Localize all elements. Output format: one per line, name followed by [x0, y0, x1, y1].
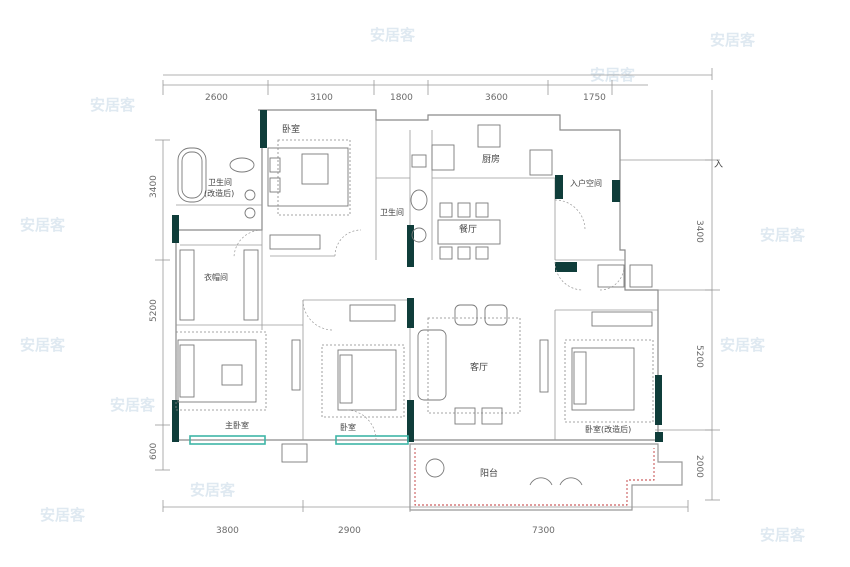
chair-icon: [529, 477, 583, 486]
sofa-icon: [417, 304, 549, 425]
watermark: 安居客: [760, 526, 806, 544]
room-bedroom-right: 卧室(改造后): [585, 424, 631, 434]
room-bathroom-left-note: (改造后): [204, 188, 234, 198]
bathtub-icon: [177, 147, 256, 219]
room-kitchen: 厨房: [482, 153, 500, 165]
dim-left-1: 3400: [149, 175, 159, 198]
balcony: [281, 443, 683, 511]
room-balcony: 阳台: [480, 467, 498, 479]
windows: [189, 435, 409, 445]
right-bed-icon: [564, 264, 654, 423]
dim-top-3: 1800: [390, 93, 413, 103]
dimension-labels: 2600 3100 1800 3600 1750 3800 2900 7300 …: [149, 93, 723, 536]
dimension-lines: [155, 68, 720, 512]
room-bedroom-top: 卧室: [282, 123, 300, 135]
room-dining: 餐厅: [459, 223, 477, 235]
middle-bed-icon: [321, 304, 405, 418]
dim-right-2: 5200: [694, 345, 704, 368]
room-master-bedroom: 主卧室: [225, 420, 249, 430]
entry-marker: 入: [714, 159, 723, 170]
door-swings: [233, 199, 625, 441]
watermark: 安居客: [190, 481, 236, 499]
dim-top-5: 1750: [583, 93, 606, 103]
watermark: 安居客: [20, 216, 66, 234]
room-living: 客厅: [470, 361, 488, 373]
bed-top-icon: [267, 139, 351, 250]
dining-table-icon: [437, 202, 501, 260]
master-bed-icon: [175, 331, 301, 411]
dim-bottom-1: 3800: [216, 526, 239, 536]
watermark: 安居客: [710, 31, 756, 49]
watermark-layer: 安居客 安居客 安居客 安居客 安居客 安居客 安居客 安居客 安居客 安居客 …: [20, 26, 806, 544]
watermark: 安居客: [720, 336, 766, 354]
room-labels: 卧室 卫生间 (改造后) 卫生间 厨房 入户空间 餐厅 衣帽间 客厅 主卧室 卧…: [204, 123, 631, 479]
watermark: 安居客: [760, 226, 806, 244]
dim-bottom-2: 2900: [338, 526, 361, 536]
dim-left-2: 5200: [149, 299, 159, 322]
walls: [175, 109, 659, 441]
dim-top-2: 3100: [310, 93, 333, 103]
room-bathroom-left: 卫生间: [208, 177, 232, 187]
watermark: 安居客: [90, 96, 136, 114]
dim-bottom-3: 7300: [532, 526, 555, 536]
dim-left-3: 600: [149, 443, 159, 460]
dim-top-1: 2600: [205, 93, 228, 103]
dim-right-3: 2000: [694, 455, 704, 478]
watermark: 安居客: [110, 396, 156, 414]
room-entry-space: 入户空间: [570, 178, 602, 188]
dim-top-4: 3600: [485, 93, 508, 103]
wall-accents: [172, 110, 663, 442]
watermark: 安居客: [20, 336, 66, 354]
toilet-icon: [410, 124, 553, 243]
room-bedroom-middle: 卧室: [340, 422, 356, 432]
dim-right-1: 3400: [694, 220, 704, 243]
watermark: 安居客: [40, 506, 86, 524]
room-bathroom-center: 卫生间: [380, 207, 404, 217]
plant-icon: [425, 458, 445, 478]
room-walk-in-closet: 衣帽间: [204, 272, 228, 282]
closet-racks: [179, 249, 259, 321]
watermark: 安居客: [370, 26, 416, 44]
